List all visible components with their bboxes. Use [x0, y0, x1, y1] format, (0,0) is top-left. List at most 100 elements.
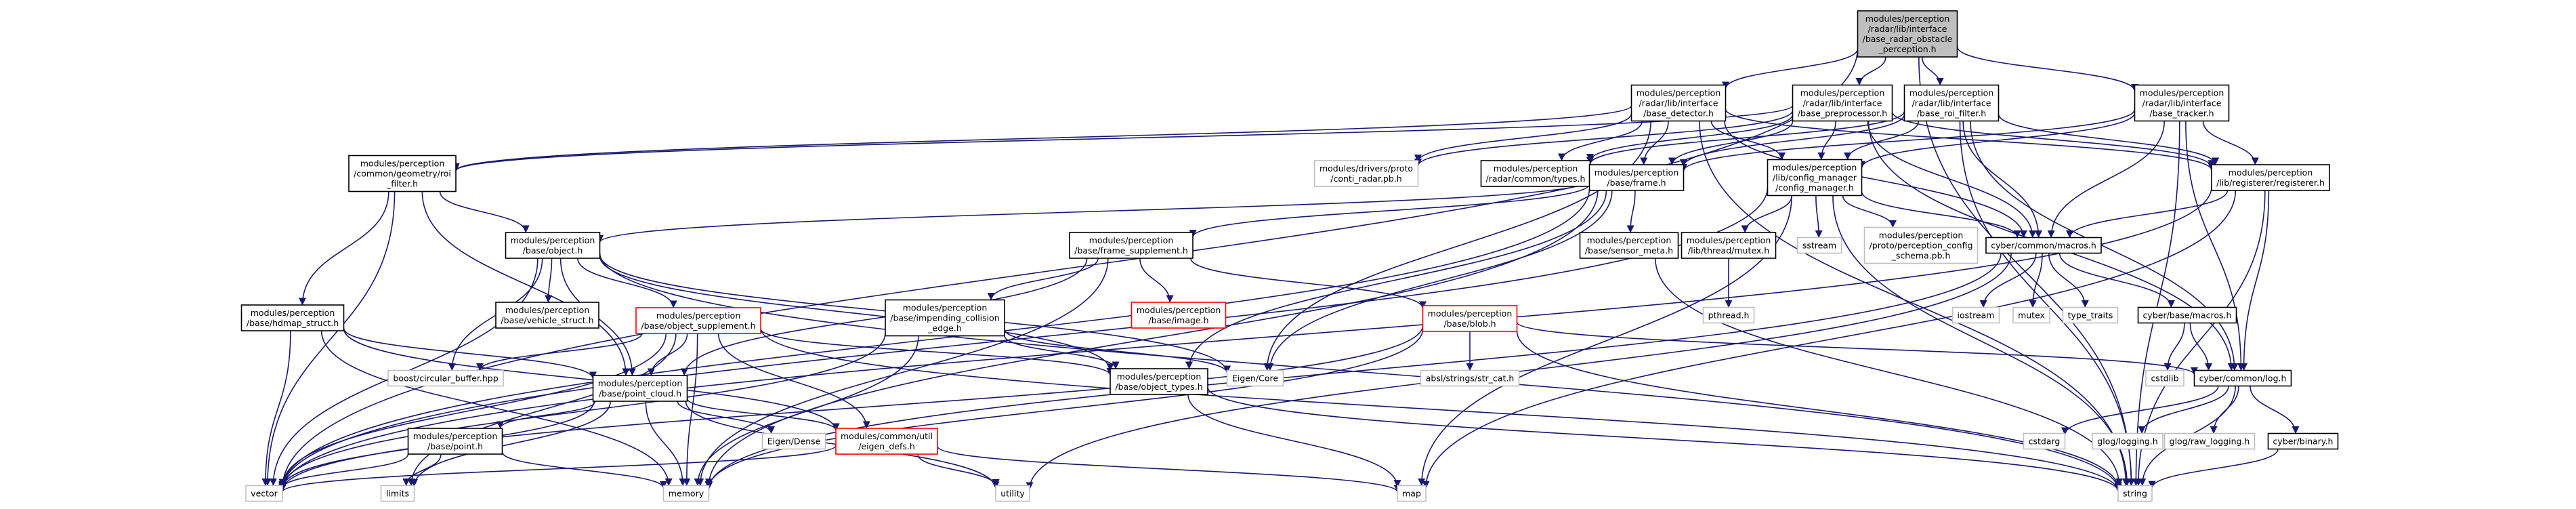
node-label-line: /base/object.h [523, 245, 583, 256]
node-detector[interactable]: modules/perception/radar/lib/interface/b… [1630, 84, 1727, 122]
node-cyberbasemacros[interactable]: cyber/base/macros.h [2137, 306, 2237, 324]
node-eigendense: Eigen/Dense [761, 432, 826, 450]
node-label-line: /base/frame_supplement.h [1074, 245, 1188, 256]
edge-frame-to-object [596, 180, 1590, 243]
node-label-line: modules/perception [1773, 163, 1857, 173]
node-box [1792, 84, 1893, 122]
node-label-line: Eigen/Dense [767, 436, 821, 447]
node-label-line: string [2123, 489, 2147, 499]
edge-root-to-detector [1721, 48, 1859, 89]
node-frame[interactable]: modules/perception/base/frame.h [1588, 164, 1685, 191]
node-preproc[interactable]: modules/perception/radar/lib/interface/b… [1792, 84, 1893, 122]
edge-cybermacros-to-typetraits [2048, 253, 2089, 308]
edge-registerer-to-cybermacros [2065, 190, 2229, 239]
node-box [2211, 164, 2330, 191]
node-cfgmgr[interactable]: modules/perception/lib/config_manager/co… [1767, 159, 1863, 197]
edge-frame-to-memory [704, 190, 1599, 487]
edge-pointcloud-to-memory [645, 401, 687, 487]
node-binary[interactable]: cyber/binary.h [2267, 432, 2339, 450]
node-label-line: _edge.h [927, 323, 961, 333]
edge-objsupp-to-string [760, 328, 2122, 492]
edge-roi-to-object [439, 191, 530, 233]
node-box [2193, 369, 2292, 387]
edge-frame-to-vector [278, 188, 1590, 490]
node-label-line: /base_preprocessor.h [1798, 108, 1887, 119]
node-label-line: cyber/base/macros.h [2143, 310, 2232, 321]
node-box [1630, 84, 1727, 122]
node-label-line: /radar/lib/interface [1803, 98, 1882, 108]
edge-detector-to-radartypes [1557, 121, 1643, 161]
edge-preproc-to-cybermacros [1867, 121, 2037, 239]
node-label-line: /base_roi_filter.h [1917, 108, 1986, 119]
node-label-line: /base/frame.h [1607, 178, 1666, 188]
node-radartypes[interactable]: modules/perception/radar/common/types.h [1480, 160, 1591, 187]
edge-detector-to-roi [452, 105, 1632, 171]
node-box [2134, 84, 2230, 122]
edge-preproc-to-cfgmgr [1817, 121, 1836, 161]
node-point[interactable]: modules/perception/base/point.h [407, 428, 503, 455]
node-registerer[interactable]: modules/perception/lib/registerer/regist… [2211, 164, 2330, 191]
edge-frame-to-eigencore [1266, 190, 1613, 371]
node-roi[interactable]: modules/perception/common/geometry/roi_f… [348, 155, 457, 192]
node-label-line: modules/perception [1909, 88, 1994, 98]
edge-log-to-cstdarg [2061, 386, 2219, 435]
node-label-line: modules/perception [360, 159, 445, 169]
node-pointcloud[interactable]: modules/perception/base/point_cloud.h [592, 375, 688, 402]
node-objsupp[interactable]: modules/perception/base/object_supplemen… [635, 307, 761, 334]
node-box [1767, 159, 1863, 197]
edge-objsupp-to-boostcb [476, 333, 643, 371]
node-image[interactable]: modules/perception/base/image.h [1131, 302, 1227, 329]
node-sensormeta[interactable]: modules/perception/base/sensor_meta.h [1579, 232, 1679, 259]
node-label-line: /radar/lib/interface [1912, 98, 1991, 108]
node-hdmap[interactable]: modules/perception/base/hdmap_struct.h [240, 304, 345, 331]
edge-detector-to-cybermacros [1724, 121, 2028, 239]
edge-roifilter-to-string [1959, 121, 2136, 487]
node-memory: memory [662, 485, 710, 502]
node-box [1110, 368, 1208, 395]
node-label-line: modules/perception [1137, 305, 1221, 315]
edge-root-to-preproc [1855, 56, 1886, 86]
node-label-line: modules/perception [1595, 167, 1679, 178]
edge-objsupp-to-objtypes [760, 328, 1114, 376]
node-label-line: sstream [1802, 241, 1836, 251]
node-tracker[interactable]: modules/perception/radar/lib/interface/b… [2134, 84, 2230, 122]
node-box [1226, 369, 1284, 387]
node-framesupp[interactable]: modules/perception/base/frame_supplement… [1069, 232, 1194, 259]
node-label-line: /base/sensor_meta.h [1585, 245, 1673, 256]
node-log[interactable]: cyber/common/log.h [2193, 369, 2292, 387]
node-label-line: /conti_radar.pb.h [1330, 174, 1401, 184]
node-eigendefs[interactable]: modules/common/util/eigen_defs.h [835, 428, 938, 455]
node-cybermacros[interactable]: cyber/common/macros.h [1985, 237, 2102, 254]
node-label-line: /base/impending_collision [890, 313, 999, 323]
node-box [885, 299, 1005, 337]
node-label-line: /eigen_defs.h [858, 441, 915, 451]
edge-preproc-to-conti [1414, 110, 1794, 167]
edge-objsupp-to-limits [407, 333, 677, 487]
node-sstream: sstream [1796, 237, 1842, 254]
node-box [1588, 164, 1685, 191]
edge-root-to-roifilter [1921, 56, 1944, 86]
node-impending[interactable]: modules/perception/base/impending_collis… [885, 299, 1005, 337]
node-box [387, 369, 504, 387]
node-mutexh[interactable]: modules/perception/lib/thread/mutex.h [1681, 232, 1777, 259]
node-utility: utility [995, 485, 1030, 502]
edge-cfgmgr-to-cybermacros [1861, 191, 2021, 239]
node-label-line: /base/object_supplement.h [641, 321, 755, 331]
node-root[interactable]: modules/perception/radar/lib/interface/b… [1857, 10, 1958, 58]
node-label-line: modules/perception [413, 431, 498, 441]
node-box [1313, 160, 1419, 187]
edge-impending-to-eigencore [1004, 329, 1231, 373]
edge-detector-to-frame [1640, 121, 1669, 165]
node-label-line: pthread.h [1708, 310, 1750, 321]
node-label-line: modules/perception [505, 305, 590, 315]
node-label-line: modules/perception [656, 310, 741, 321]
node-blob[interactable]: modules/perception/base/blob.h [1422, 305, 1518, 332]
node-objtypes[interactable]: modules/perception/base/object_types.h [1110, 368, 1208, 395]
node-label-line: modules/perception [2140, 88, 2224, 98]
node-box [1796, 237, 1842, 254]
node-vehicle[interactable]: modules/perception/base/vehicle_struct.h [495, 302, 599, 329]
node-object[interactable]: modules/perception/base/object.h [505, 232, 601, 259]
node-roifilter[interactable]: modules/perception/radar/lib/interface/b… [1903, 84, 2000, 122]
node-label-line: _filter.h [386, 179, 418, 189]
node-box [245, 485, 283, 502]
